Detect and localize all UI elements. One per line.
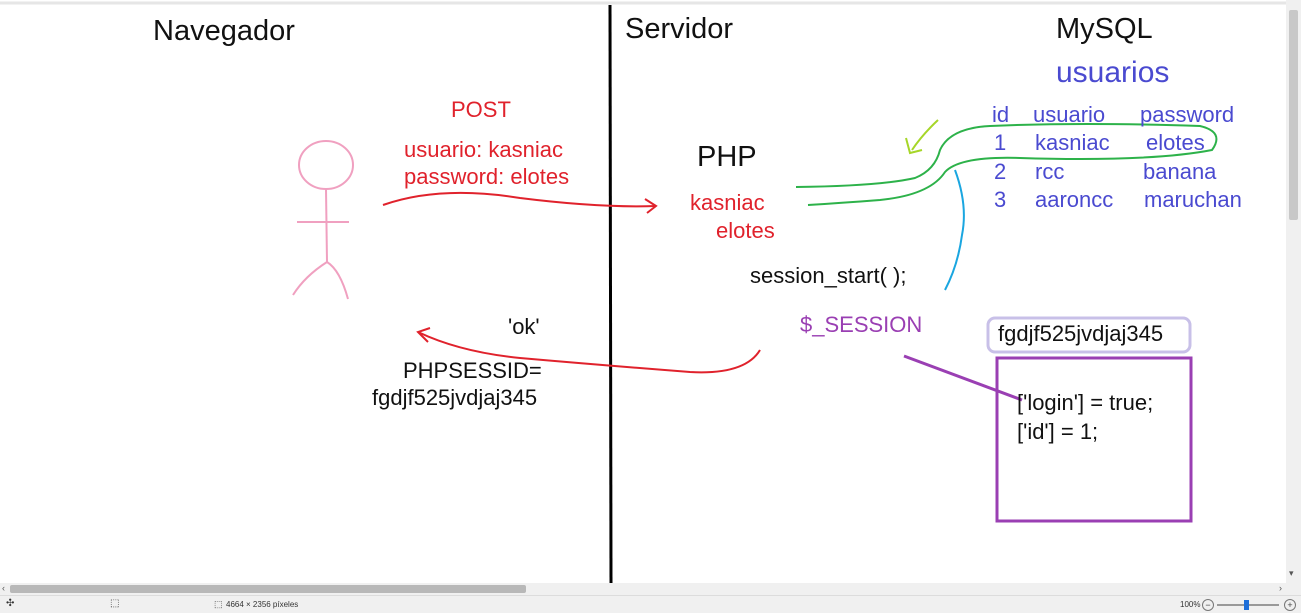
table-header-usuario: usuario <box>1033 102 1106 127</box>
session-id-box <box>986 316 1192 354</box>
table-cell: kasniac <box>1035 130 1110 155</box>
php-label: PHP <box>697 141 757 173</box>
table-header-id: id <box>992 102 1010 127</box>
ink-strokes <box>0 1 1290 583</box>
table-cell: 2 <box>994 159 1007 184</box>
phpsessid-label: PHPSESSID= <box>403 358 542 383</box>
ok-label: 'ok' <box>508 314 540 339</box>
phpsessid-value: fgdjf525jvdjaj345 <box>372 385 538 410</box>
table-cell: banana <box>1143 159 1217 184</box>
vertical-scrollbar[interactable]: ▾ <box>1286 0 1301 583</box>
image-size-icon: ⬚ <box>214 599 223 609</box>
drawing-canvas[interactable]: Navegador Servidor MySQL POST usuario: k… <box>0 0 1301 583</box>
table-cell: 3 <box>994 187 1007 212</box>
session-id-text: fgdjf525jvdjaj345 <box>998 321 1164 346</box>
user-stick-figure <box>292 140 354 300</box>
table-cell: rcc <box>1035 159 1065 184</box>
zoom-out-icon[interactable]: − <box>1202 599 1214 611</box>
post-arrow <box>382 191 657 208</box>
response-arrow <box>417 331 761 374</box>
horizontal-scrollbar[interactable]: ‹ › <box>0 583 1301 595</box>
php-pass: elotes <box>716 218 775 243</box>
status-bar: ✣ ⬚ ⬚ 4664 × 2356 píxeles 100% − + <box>0 595 1301 613</box>
vertical-scroll-thumb[interactable] <box>1289 10 1298 220</box>
table-header-password: password <box>1140 102 1235 127</box>
post-password: password: elotes <box>404 164 570 189</box>
servidor-heading: Servidor <box>625 13 733 45</box>
query-lines <box>795 123 1218 206</box>
post-arrow-head <box>644 198 658 214</box>
scroll-left-icon[interactable]: ‹ <box>2 583 5 593</box>
mysql-heading: MySQL <box>1056 13 1153 45</box>
table-cell: maruchan <box>1144 187 1242 212</box>
session-var-label: $_SESSION <box>800 312 923 337</box>
table-cell: elotes <box>1146 130 1205 155</box>
post-label: POST <box>451 97 511 122</box>
scroll-right-icon[interactable]: › <box>1279 583 1282 593</box>
zoom-slider-knob[interactable] <box>1244 600 1249 610</box>
selection-icon: ⬚ <box>110 598 120 609</box>
post-usuario: usuario: kasniac <box>404 137 563 162</box>
horizontal-scroll-thumb[interactable] <box>10 585 526 593</box>
divider-line <box>608 4 613 583</box>
zoom-level: 100% <box>1180 600 1201 609</box>
image-dimensions: 4664 × 2356 píxeles <box>226 600 299 609</box>
zoom-in-icon[interactable]: + <box>1284 599 1296 611</box>
table-cell: 1 <box>994 130 1007 155</box>
session-data-box <box>995 356 1193 523</box>
table-cell: aaroncc <box>1035 187 1114 212</box>
session-link-line <box>903 354 1023 402</box>
response-arrow-head <box>416 327 431 343</box>
navegador-heading: Navegador <box>153 15 295 47</box>
table-name: usuarios <box>1056 56 1170 89</box>
session-start-label: session_start( ); <box>750 263 907 288</box>
session-link-curve <box>944 169 965 291</box>
php-user: kasniac <box>690 190 765 215</box>
zoom-slider[interactable] <box>1217 600 1279 610</box>
move-icon: ✣ <box>6 598 15 609</box>
session-login-line: ['login'] = true; <box>1017 390 1154 415</box>
check-arrow <box>905 119 939 155</box>
session-id-line: ['id'] = 1; <box>1017 419 1099 444</box>
scroll-down-icon[interactable]: ▾ <box>1289 568 1294 578</box>
